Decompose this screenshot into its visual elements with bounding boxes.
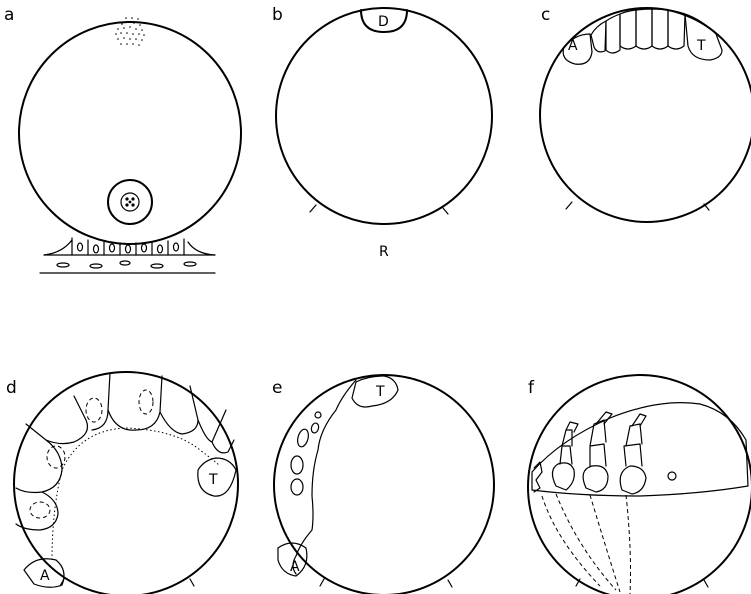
- panel-a-letter: a: [4, 5, 14, 25]
- tick-mark: [448, 580, 452, 587]
- dashed-line: [542, 496, 600, 586]
- panel-f: f: [528, 375, 751, 594]
- bottom-label: R: [379, 244, 389, 260]
- panel-e-letter: e: [272, 378, 282, 398]
- panel-e: e T A: [272, 375, 494, 594]
- panel-a: a: [4, 5, 241, 273]
- panel-b-letter: b: [272, 5, 283, 25]
- panel-f-letter: f: [528, 378, 535, 398]
- tick-mark: [704, 580, 708, 587]
- anterior-label: A: [290, 559, 300, 575]
- tick-mark: [443, 208, 448, 214]
- egg-outline: [274, 375, 494, 594]
- tick-mark: [320, 579, 324, 586]
- terminal-label: T: [208, 472, 218, 488]
- cell-ring: [16, 373, 236, 587]
- panel-d-letter: d: [6, 378, 17, 398]
- panel-c: c A T: [540, 5, 751, 222]
- germ-band-edge: [293, 380, 356, 574]
- tick-mark: [190, 579, 194, 586]
- anterior-label: A: [40, 568, 50, 584]
- limb-buds: [534, 412, 676, 494]
- nucleolus-granules: [125, 197, 134, 206]
- egg-outline: [276, 8, 492, 224]
- dashed-line: [590, 495, 620, 592]
- cell-row: [563, 9, 722, 64]
- dorsal-label: D: [378, 14, 389, 30]
- dashed-line: [626, 495, 631, 594]
- panel-c-letter: c: [541, 5, 550, 25]
- panel-b: b D R: [272, 5, 492, 260]
- egg-outline: [14, 372, 238, 594]
- panel-d: d T A: [6, 372, 238, 594]
- terminal-label: T: [375, 384, 385, 400]
- tick-mark: [566, 202, 572, 209]
- terminal-cell: [352, 376, 398, 407]
- terminal-label: T: [696, 38, 706, 54]
- anterior-label: A: [568, 38, 578, 54]
- tick-mark: [310, 205, 316, 212]
